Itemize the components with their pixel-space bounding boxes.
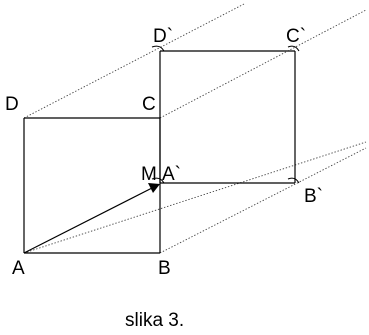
label-D: D — [5, 94, 19, 115]
label-A: A — [12, 258, 25, 279]
square-ABCD — [23, 117, 161, 254]
label-C-prime: C` — [286, 26, 306, 47]
arrow-tip-C-prime — [287, 45, 300, 52]
vector-AM-shaft — [23, 187, 153, 254]
guide-line-from-D — [23, 3, 245, 119]
vertex-arrow-tips — [151, 45, 300, 184]
arrow-tip-D-prime — [151, 45, 165, 52]
translation-guide-lines — [23, 3, 367, 254]
label-B-prime: B` — [304, 186, 323, 207]
vector-AM — [23, 183, 160, 254]
label-M: M — [141, 164, 157, 185]
label-D-prime: D` — [153, 26, 173, 47]
arrow-tip-A-prime — [151, 177, 165, 184]
guide-line-from-A — [23, 141, 367, 254]
guide-line-from-C — [159, 9, 367, 119]
label-C: C — [142, 94, 156, 115]
square-A-prime-B-prime-C-prime-D-prime — [159, 50, 296, 184]
label-B: B — [158, 258, 171, 279]
label-A-prime: A` — [162, 164, 181, 185]
figure-caption: slika 3. — [125, 310, 184, 331]
vector-AM-arrowhead — [148, 183, 160, 193]
guide-line-from-B — [159, 147, 367, 254]
arrow-tip-B-prime — [287, 177, 300, 184]
